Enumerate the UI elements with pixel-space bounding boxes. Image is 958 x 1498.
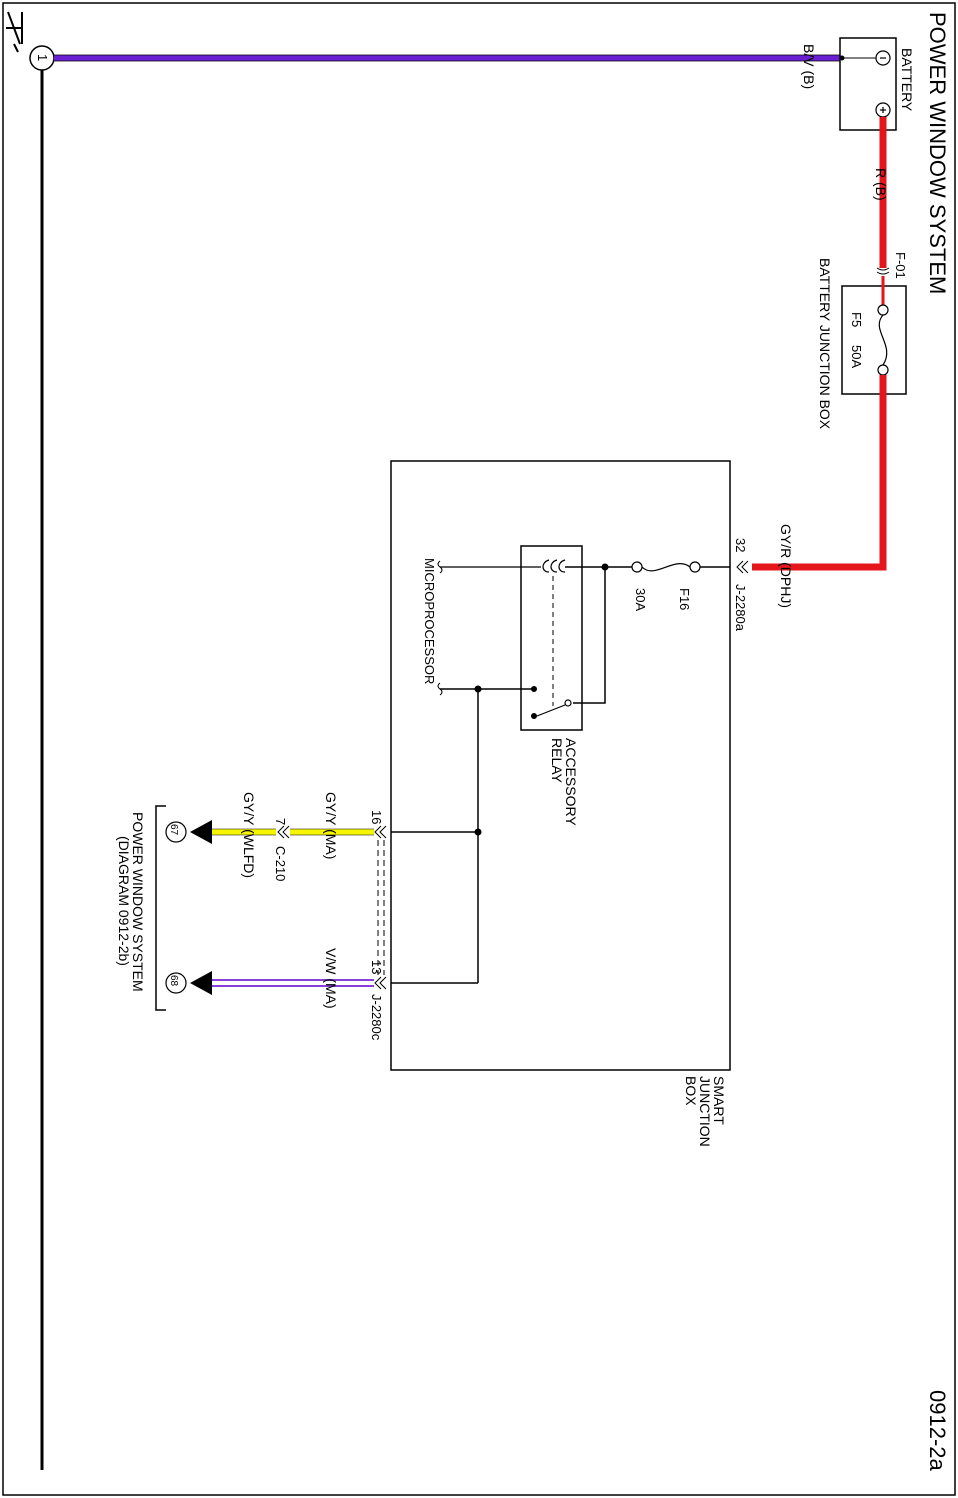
battery-junction-box-label: BATTERY JUNCTION BOX <box>817 258 833 430</box>
connector-j2280a-icon <box>736 560 749 574</box>
wire-rb-label: R (B) <box>873 168 889 201</box>
sjb-label-line1: SMART <box>711 1076 727 1125</box>
ref-68-number: 68 <box>168 975 179 987</box>
destination-bracket <box>155 805 166 1011</box>
relay-label-line2: RELAY <box>549 738 565 784</box>
sjb-label-line3: BOX <box>683 1076 699 1106</box>
fuse-f5-terminal-b <box>877 364 889 376</box>
diagram-number: 0912-2a <box>925 1390 950 1472</box>
ref-67-number: 67 <box>168 824 179 836</box>
smart-junction-box <box>390 460 731 1071</box>
wire-bv-label: B/V (B) <box>801 44 817 89</box>
fuse-f5-icon <box>878 314 888 366</box>
battery-label: BATTERY <box>899 48 915 112</box>
ref-68-circle <box>165 972 187 994</box>
ground-icon <box>6 11 23 53</box>
relay-contact-b <box>531 713 537 719</box>
sjb-label-line2: JUNCTION <box>697 1076 713 1147</box>
wire-gyr <box>752 375 887 571</box>
destination-label-line2: (DIAGRAM 0912-2b) <box>116 836 132 966</box>
page-title: POWER WINDOW SYSTEM <box>925 12 950 294</box>
relay-switch-icon <box>536 704 566 717</box>
fuse-f16-terminal-b <box>631 561 643 573</box>
ref-67-circle <box>165 821 187 843</box>
fuse-f16-icon <box>641 563 691 572</box>
relay-contact-a <box>564 699 572 707</box>
arrow-68-icon <box>190 971 212 995</box>
fuse-f5-terminal-a <box>877 304 889 316</box>
connector-f01-label: F-01 <box>893 252 908 279</box>
wire-gyr-label: GY/R (DPHJ) <box>778 524 794 608</box>
destination-label-line1: POWER WINDOW SYSTEM <box>130 812 146 992</box>
wire-gyy-wlfd-label: GY/Y (WLFD) <box>241 792 257 878</box>
fuse-f5-rating: 50A <box>849 345 864 368</box>
wire-gyy-ma-label: GY/Y (MA) <box>323 792 339 859</box>
fuse-f16-id: F16 <box>677 588 692 610</box>
pin-7-label: 7 <box>273 818 288 825</box>
battery-box <box>839 37 897 131</box>
pin-32-label: 32 <box>733 538 748 552</box>
pin-16-label: 16 <box>369 810 384 824</box>
microprocessor-label: MICROPROCESSOR <box>422 558 437 684</box>
accessory-relay-box <box>520 545 583 731</box>
connector-j2280c-label: J-2280c <box>369 994 384 1041</box>
connector-j2280c-icon <box>374 825 387 990</box>
relay-coil-icon <box>542 559 566 573</box>
connector-j2280a-label: J-2280a <box>733 584 748 632</box>
fuse-f5-id: F5 <box>849 312 864 327</box>
battery-junction-box <box>841 285 907 395</box>
connector-c210-icon <box>277 825 290 839</box>
pin-13-label: 13 <box>369 960 384 974</box>
relay-label-line1: ACCESSORY <box>563 738 579 826</box>
fuse-f16-rating: 30A <box>633 588 648 611</box>
connector-c210-label: C-210 <box>273 846 288 881</box>
ground-ref-number: 1 <box>35 54 50 61</box>
arrow-67-icon <box>190 820 212 844</box>
fuse-f16-terminal-a <box>689 561 701 573</box>
wire-vw-ma-label: V/W (MA) <box>323 948 339 1009</box>
connector-f01-icon <box>876 267 890 275</box>
